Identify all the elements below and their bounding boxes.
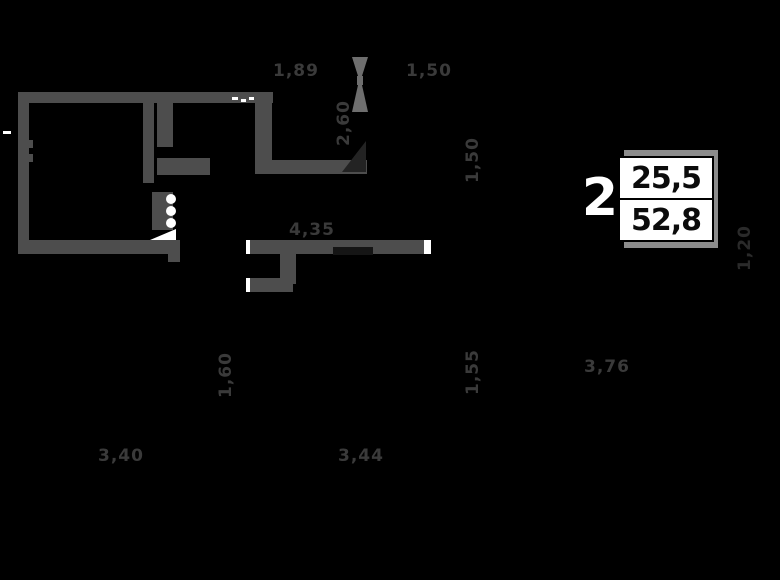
divider-waist <box>357 76 363 85</box>
dim-vert-right-top: 1,50 <box>463 137 483 183</box>
door-openings <box>333 141 373 255</box>
walls <box>18 92 424 292</box>
divider-lower <box>352 85 368 112</box>
jamb-ticks <box>3 97 431 292</box>
wall-mid-vertical <box>255 103 272 173</box>
jamb-long-wall-left <box>246 240 250 254</box>
scallop-bump-2 <box>166 206 176 216</box>
scallop-bump-1 <box>166 194 176 204</box>
dim-vert-mid-top: 2,60 <box>334 100 354 146</box>
dim-top-right: 1,50 <box>406 61 452 81</box>
balcony-divider <box>352 57 368 112</box>
wall-mark-1 <box>232 97 238 100</box>
wall-mid-horizontal <box>255 160 367 174</box>
wall-top <box>18 92 273 103</box>
wall-left-tab-2 <box>28 154 33 162</box>
dim-vert-far-right: 1,20 <box>735 225 755 271</box>
dim-top-left: 1,89 <box>273 61 319 81</box>
dim-vert-left-bottom: 1,60 <box>216 352 236 398</box>
area-box: 25,5 52,8 <box>618 156 714 242</box>
room-count: 2 <box>581 168 619 228</box>
wall-mark-3 <box>249 97 254 100</box>
wall-bottom-left <box>18 240 180 254</box>
wall-t-horizontal <box>250 278 293 292</box>
dim-bottom-left: 3,40 <box>98 446 144 466</box>
wall-shaft <box>157 103 173 147</box>
living-area-value: 25,5 <box>630 160 702 196</box>
wall-mark-left-edge <box>3 131 11 134</box>
jamb-t-wall-left <box>246 278 250 292</box>
wall-bottom-step <box>168 240 180 262</box>
dim-bottom-middle: 3,44 <box>338 446 384 466</box>
door-opening-long-wall <box>333 247 373 255</box>
dim-vert-right-bottom: 1,55 <box>463 349 483 395</box>
wall-t-vertical <box>280 254 296 284</box>
door-arcs <box>150 194 176 240</box>
dim-middle: 4,35 <box>289 220 335 240</box>
scallop-bump-3 <box>166 218 176 228</box>
wall-mark-2 <box>241 99 246 102</box>
wall-room-right <box>143 103 154 183</box>
divider-upper <box>352 57 368 76</box>
door-swing-wedge <box>150 229 176 240</box>
jamb-long-wall-right <box>424 240 431 254</box>
wall-stub <box>157 158 210 175</box>
wall-left <box>18 92 29 254</box>
wall-left-tab-1 <box>28 140 33 148</box>
total-area-value: 52,8 <box>620 198 712 240</box>
door-leaf <box>342 141 366 172</box>
dim-bottom-right: 3,76 <box>584 357 630 377</box>
